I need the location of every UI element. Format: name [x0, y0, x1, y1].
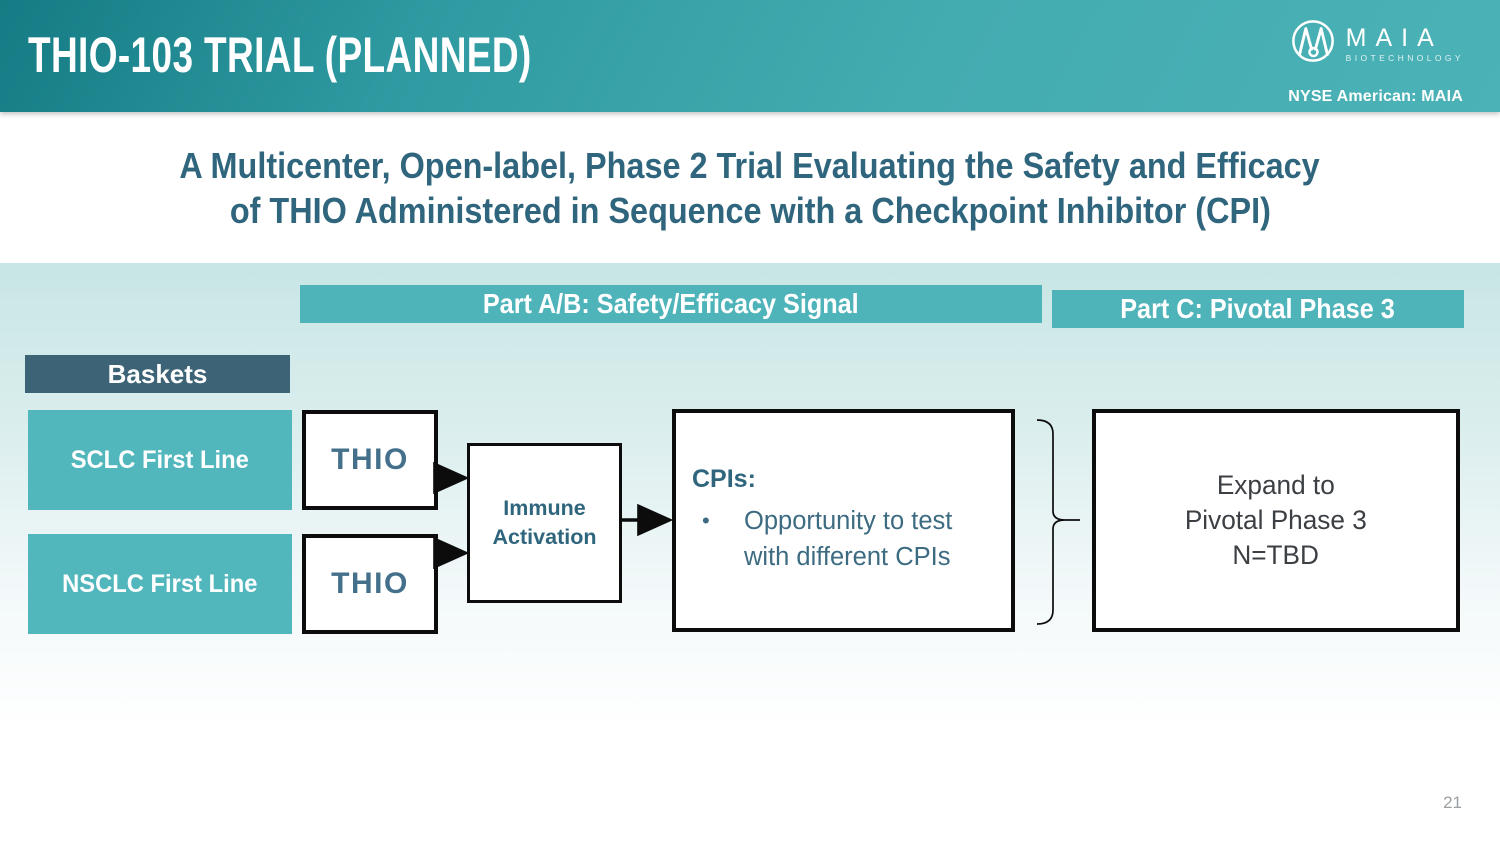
immune-label-line2: Activation	[492, 525, 597, 549]
expand-line2: Pivotal Phase 3	[1185, 505, 1367, 535]
expand-line1: Expand to	[1217, 470, 1335, 500]
cpi-heading: CPIs:	[692, 465, 756, 493]
maia-logo-icon	[1290, 18, 1336, 69]
cpi-box: CPIs: • Opportunity to test with differe…	[672, 409, 1015, 632]
subtitle-line-2: of THIO Administered in Sequence with a …	[229, 189, 1271, 231]
maia-logo: MAIA BIOTECHNOLOGY	[1290, 18, 1464, 69]
thio-box-sclc: THIO	[302, 410, 438, 510]
part-ab-label: Part A/B: Safety/Efficacy Signal	[483, 288, 859, 319]
basket-sclc-box: SCLC First Line	[28, 410, 292, 510]
header-bar: THIO-103 TRIAL (PLANNED) MAIA BIOTECHNOL…	[0, 0, 1500, 112]
part-ab-header: Part A/B: Safety/Efficacy Signal	[300, 285, 1042, 323]
part-c-label: Part C: Pivotal Phase 3	[1120, 293, 1396, 324]
cpi-bullet-text: Opportunity to test with different CPIs	[744, 507, 953, 571]
immune-label-line1: Immune	[503, 496, 586, 520]
logo-subtitle: BIOTECHNOLOGY	[1345, 52, 1464, 63]
stock-ticker: NYSE American: MAIA	[1288, 88, 1463, 105]
basket-nsclc-label: NSCLC First Line	[62, 569, 258, 598]
cpi-bullet-item: • Opportunity to test with different CPI…	[692, 503, 989, 575]
logo-name: MAIA	[1345, 23, 1443, 52]
expand-phase3-box: Expand to Pivotal Phase 3 N=TBD	[1092, 409, 1460, 632]
baskets-header: Baskets	[25, 355, 290, 393]
page-number: 21	[1443, 793, 1462, 812]
thio-box-nsclc: THIO	[302, 534, 438, 634]
bullet-icon: •	[702, 508, 710, 533]
slide-title: THIO-103 TRIAL (PLANNED)	[28, 27, 532, 83]
part-c-header: Part C: Pivotal Phase 3	[1052, 290, 1464, 328]
expand-line3: N=TBD	[1232, 540, 1320, 570]
basket-sclc-label: SCLC First Line	[70, 445, 250, 474]
subtitle-line-1: A Multicenter, Open-label, Phase 2 Trial…	[179, 144, 1321, 186]
logo-wordmark: MAIA BIOTECHNOLOGY	[1346, 25, 1464, 63]
basket-nsclc-box: NSCLC First Line	[28, 534, 292, 634]
immune-activation-box: Immune Activation	[467, 443, 622, 603]
subtitle-band: A Multicenter, Open-label, Phase 2 Trial…	[0, 112, 1500, 263]
